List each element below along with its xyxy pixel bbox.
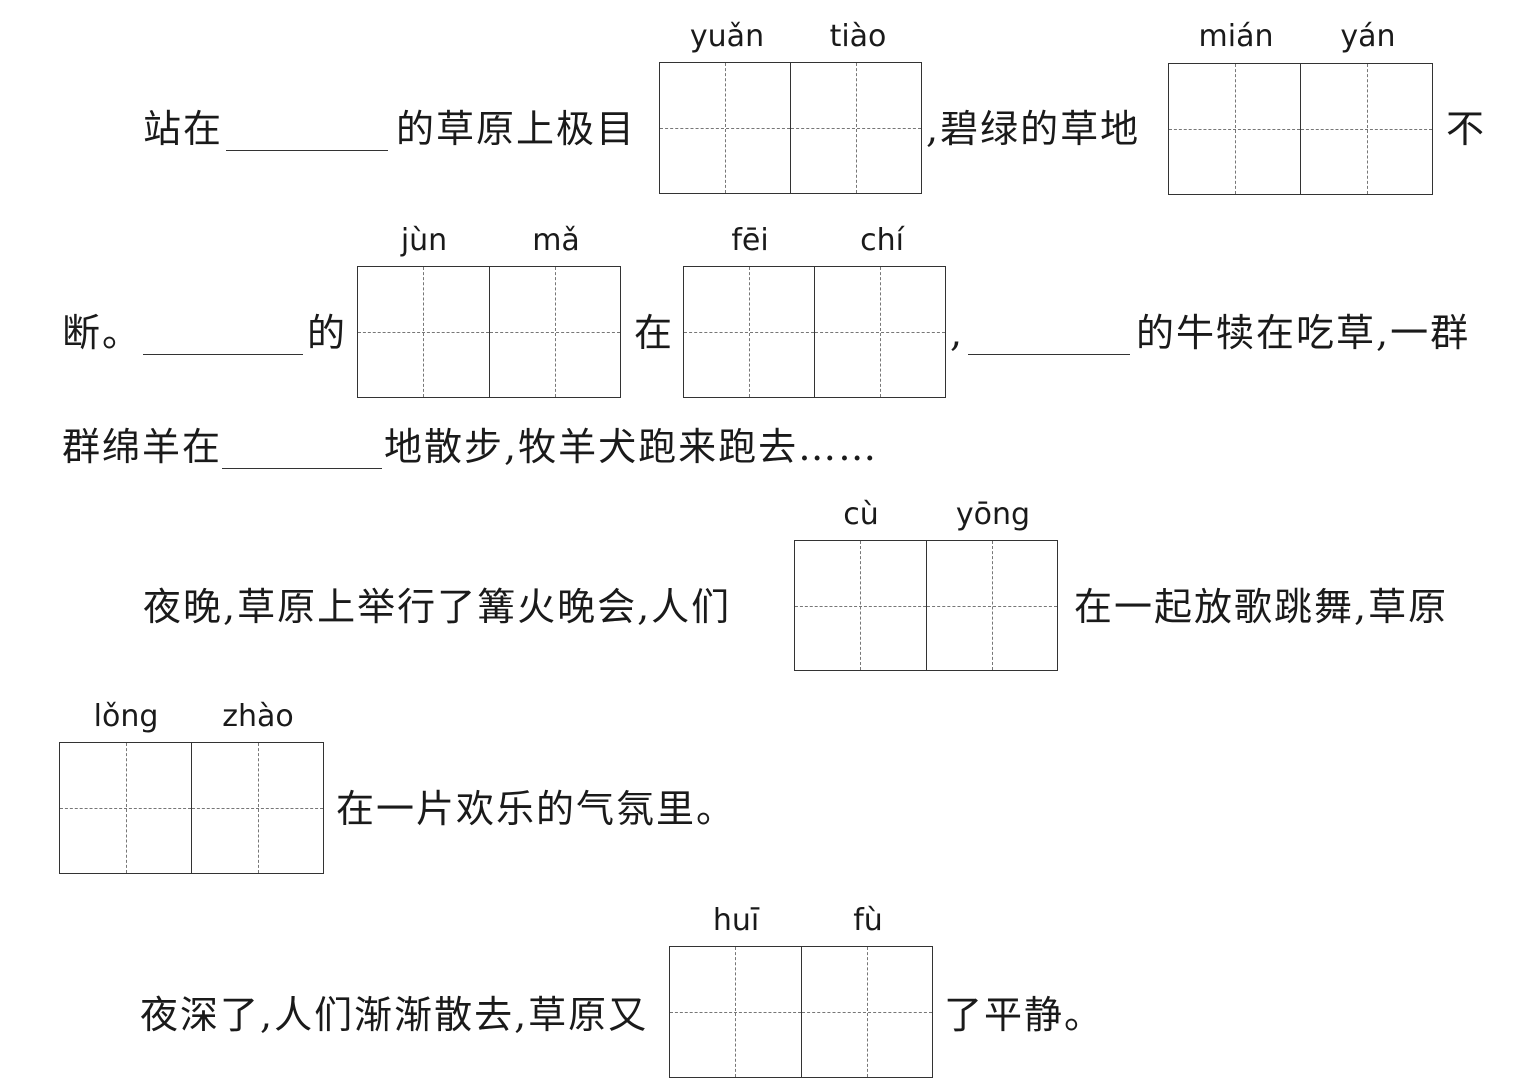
tianzige-feichi[interactable] [683,266,946,398]
tianzige-cuyong[interactable] [794,540,1058,671]
text-fangge-tiaowu: 在一起放歌跳舞,草原 [1074,585,1449,629]
text-bilv-caodi: ,碧绿的草地 [926,107,1141,151]
text-yewan: 夜晚,草原上举行了篝火晚会,人们 [143,585,732,629]
pinyin-tiao: tiào [829,19,887,54]
tianzige-junma[interactable] [357,266,621,398]
tianzige-huifu[interactable] [669,946,933,1078]
tianzige-mianyan[interactable] [1168,63,1433,195]
text-duan: 断。 [62,311,143,355]
pinyin-cu: cù [843,497,879,532]
pinyin-fu: fù [853,903,883,938]
fill-blank-1[interactable] [226,150,388,151]
tianzige-cell[interactable] [795,541,926,670]
tianzige-cell[interactable] [1300,64,1432,194]
tianzige-cell[interactable] [191,743,323,873]
fill-blank-4[interactable] [222,468,382,469]
pinyin-hui: huī [712,903,760,938]
text-pingjing: 了平静。 [944,993,1105,1037]
pinyin-mian: mián [1198,19,1274,54]
fill-blank-3[interactable] [968,354,1130,355]
tianzige-yuantiao[interactable] [659,62,922,194]
tianzige-cell[interactable] [925,541,1058,670]
pinyin-yuan: yuǎn [689,19,765,54]
pinyin-ma: mǎ [532,223,580,258]
text-huanle-qifen: 在一片欢乐的气氛里。 [336,787,737,831]
text-zai-1: 在 [634,311,675,355]
text-bu: 不 [1446,107,1487,151]
pinyin-yong: yōng [955,497,1031,532]
tianzige-cell[interactable] [660,63,790,193]
pinyin-jun: jùn [400,223,448,258]
pinyin-yan: yán [1340,19,1396,54]
text-de-1: 的 [307,311,348,355]
text-yeshen: 夜深了,人们渐渐散去,草原又 [140,993,649,1037]
tianzige-longzhao[interactable] [59,742,324,874]
pinyin-fei: fēi [731,223,769,258]
tianzige-cell[interactable] [488,267,621,397]
tianzige-cell[interactable] [790,63,921,193]
text-caoyuan-jimu: 的草原上极目 [396,107,637,151]
tianzige-cell[interactable] [800,947,933,1077]
tianzige-cell[interactable] [684,267,814,397]
tianzige-cell[interactable] [670,947,801,1077]
tianzige-cell[interactable] [60,743,191,873]
pinyin-zhao: zhào [222,699,294,734]
tianzige-cell[interactable] [358,267,489,397]
text-zhanzai: 站在 [143,107,224,151]
fill-blank-2[interactable] [143,354,303,355]
pinyin-chi: chí [860,223,904,258]
text-mianyang-zai: 群绵羊在 [62,425,223,469]
tianzige-cell[interactable] [1169,64,1300,194]
text-sanbu: 地散步,牧羊犬跑来跑去…… [384,425,879,469]
tianzige-cell[interactable] [814,267,945,397]
text-niudu-chicao: 的牛犊在吃草,一群 [1136,311,1471,355]
text-comma: , [950,311,965,355]
pinyin-long: lǒng [93,699,159,734]
